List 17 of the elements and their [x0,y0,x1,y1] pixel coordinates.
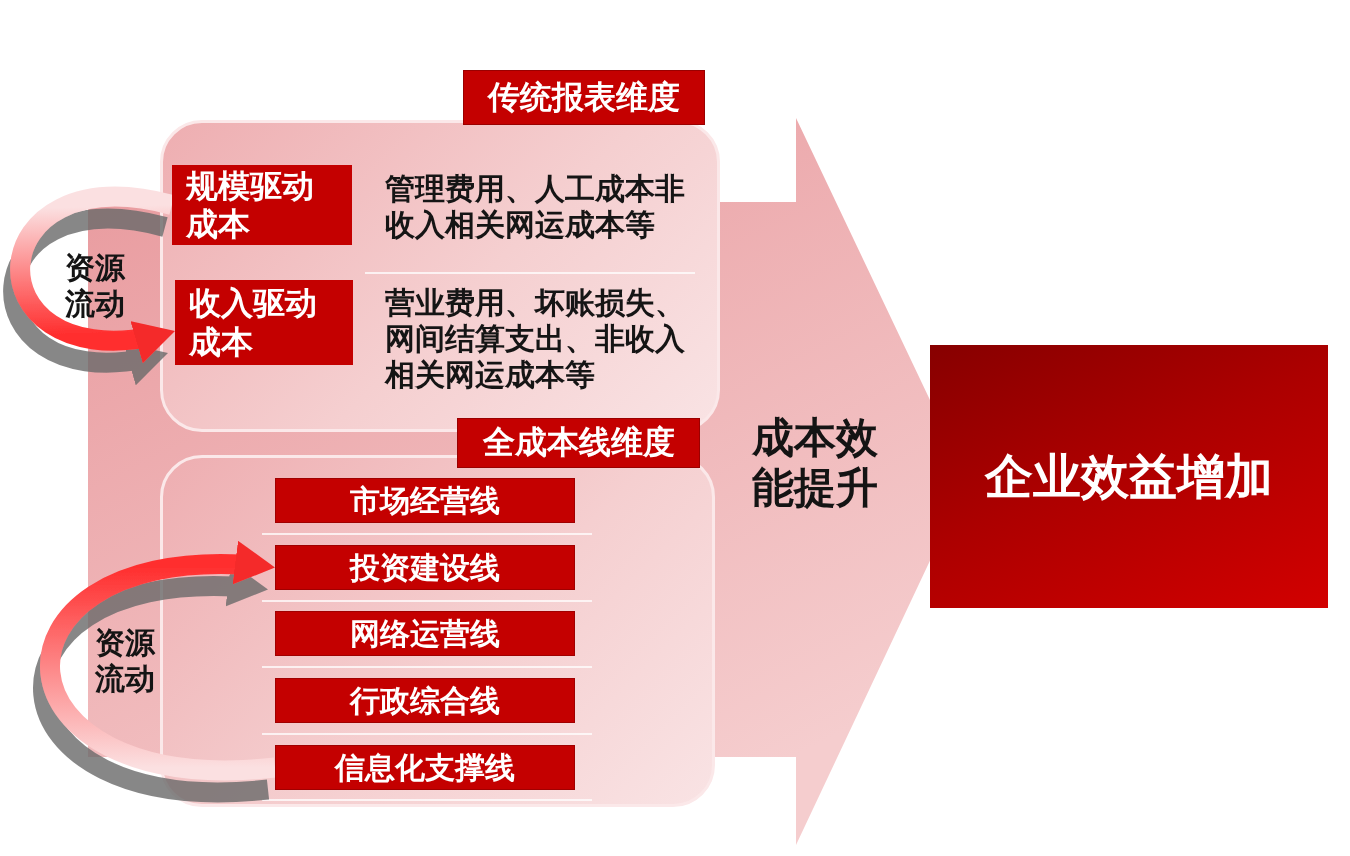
cost-line-bar: 信息化支撑线 [275,745,575,790]
curved-arrow [10,187,177,361]
arrow-label: 成本效能提升 [752,413,879,514]
cost-line-bar: 网络运营线 [275,611,575,656]
description-text: 管理费用、人工成本非收入相关网运成本等 [385,171,686,243]
curved-arrow [40,543,276,780]
cost-category-tag: 收入驱动成本 [175,280,353,365]
result-box: 企业效益增加 [930,345,1328,608]
cost-line-bar: 市场经营线 [275,478,575,523]
description-text: 营业费用、坏账损失、网间结算支出、非收入相关网运成本等 [385,285,686,393]
cost-line-bar: 投资建设线 [275,545,575,590]
edge-label: 资源流动 [95,625,156,697]
cost-line-bar: 行政综合线 [275,678,575,723]
panel-title-tab: 全成本线维度 [457,418,700,468]
panel-title-tab: 传统报表维度 [463,70,705,125]
edge-label: 资源流动 [65,250,126,322]
cost-category-tag: 规模驱动成本 [172,165,352,245]
